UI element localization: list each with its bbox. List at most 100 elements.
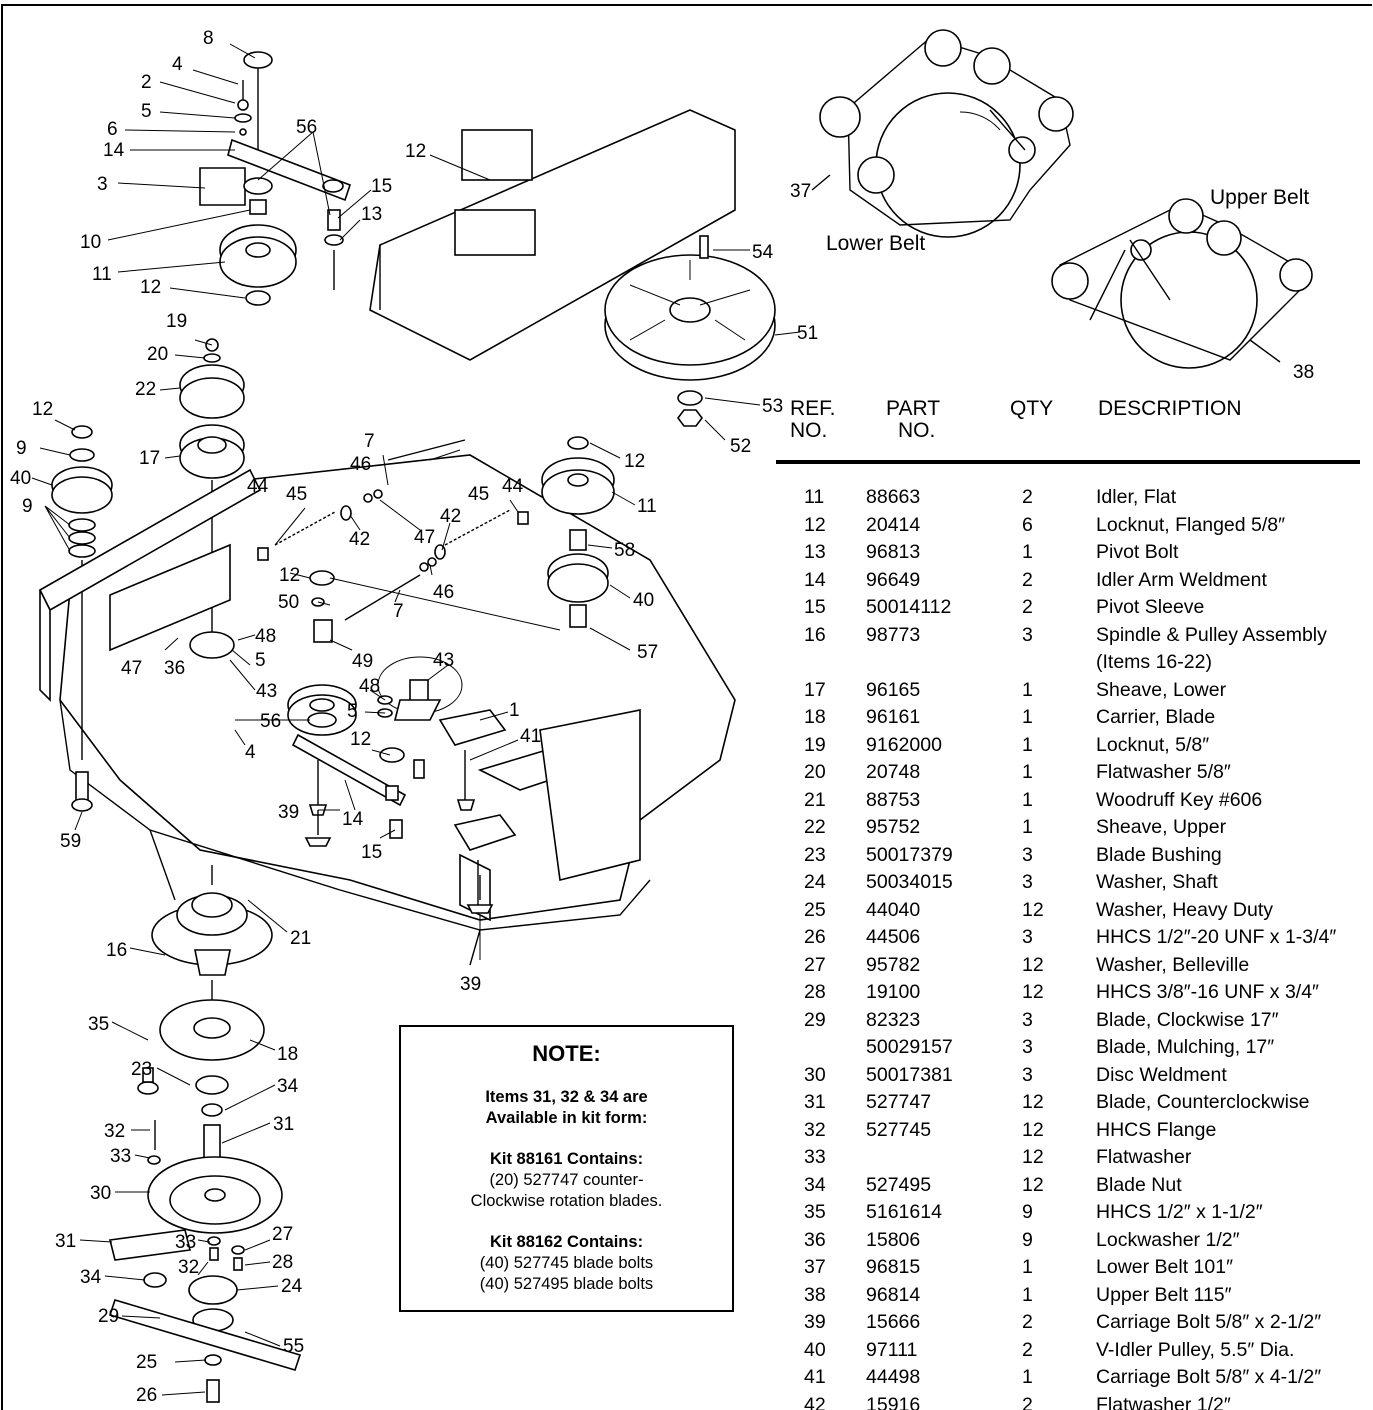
callout-49: 49 [352, 651, 373, 672]
pulley [973, 47, 1011, 85]
description-cell: Sheave, Upper [1096, 816, 1227, 838]
callout-42: 42 [440, 506, 461, 527]
callout-14: 14 [342, 809, 364, 830]
qty-cell: 9 [1022, 1201, 1033, 1223]
ref-cell: 11 [804, 486, 825, 508]
callout-42: 42 [349, 529, 370, 550]
part-cell: 96813 [866, 541, 921, 563]
callout-53: 53 [762, 396, 783, 417]
callout-12: 12 [279, 565, 300, 586]
part-cell: 95782 [866, 953, 921, 976]
qty-cell: 12 [1022, 898, 1044, 921]
upper-belt-diagram: 38 Upper Belt [1051, 186, 1314, 383]
callout-52: 52 [730, 436, 751, 457]
qty-cell: 1 [1022, 1366, 1033, 1388]
ref-cell: 30 [804, 1063, 826, 1086]
callout-43: 43 [433, 650, 454, 671]
qty-cell: 1 [1022, 761, 1033, 783]
description-cell: Washer, Shaft [1096, 871, 1218, 893]
callout-9: 9 [16, 438, 27, 459]
qty-cell: 3 [1022, 1036, 1033, 1058]
description-cell: Lockwasher 1/2″ [1096, 1228, 1240, 1251]
gearbox-frame [369, 109, 736, 361]
description-cell: Woodruff Key #606 [1096, 788, 1263, 811]
callout-47: 47 [121, 658, 142, 679]
description-cell: Pivot Sleeve [1096, 596, 1205, 618]
ref-cell: 35 [804, 1201, 826, 1223]
description-cell: Washer, Belleville [1096, 953, 1250, 976]
part-cell: 527747 [866, 1091, 932, 1113]
callout-31: 31 [273, 1114, 294, 1135]
description-cell: HHCS 1/2″ x 1-1/2″ [1096, 1201, 1263, 1223]
callout-12: 12 [350, 729, 371, 750]
part-cell: 20414 [866, 513, 921, 536]
qty-cell: 3 [1022, 623, 1033, 646]
ref-cell: 18 [804, 706, 826, 728]
qty-cell: 2 [1022, 568, 1033, 591]
qty-cell: 12 [1022, 1146, 1044, 1168]
part-cell: 50034015 [866, 871, 953, 893]
ref-cell: 39 [804, 1311, 826, 1333]
description-cell: Idler, Flat [1096, 486, 1177, 508]
callout-58: 58 [614, 540, 635, 561]
callout-45: 45 [286, 484, 307, 505]
part-cell: 5161614 [866, 1201, 942, 1223]
callout-18: 18 [277, 1044, 298, 1065]
description-cell: Blade, Counterclockwise [1096, 1091, 1310, 1113]
qty-cell: 1 [1022, 678, 1033, 701]
callout-7: 7 [393, 601, 404, 622]
ref-cell: 26 [804, 926, 826, 948]
callout-32: 32 [178, 1257, 199, 1278]
description-cell: Pivot Bolt [1096, 541, 1179, 563]
description-cell: Blade, Clockwise 17″ [1096, 1008, 1279, 1031]
callout-56: 56 [260, 711, 281, 732]
drive-pulley-51 [604, 235, 776, 427]
callout-31: 31 [55, 1231, 76, 1252]
kit-88162-line-2: (40) 527495 blade bolts [479, 1275, 654, 1293]
qty-cell: 2 [1022, 1311, 1033, 1333]
qty-cell: 1 [1022, 1256, 1033, 1278]
callout-34: 34 [277, 1076, 299, 1097]
ref-cell: 42 [804, 1393, 826, 1410]
header-ref-no: NO. [790, 419, 828, 442]
callout-57: 57 [637, 642, 658, 663]
page-frame [1, 4, 1372, 1410]
ref-cell: 15 [804, 596, 826, 618]
ref-cell: 20 [804, 761, 826, 783]
pulley [924, 29, 962, 67]
qty-cell: 6 [1022, 513, 1033, 536]
callout-4: 4 [245, 742, 256, 763]
table-row: 35 5161614 9 HHCS 1/2″ x 1-1/2″ [786, 1199, 1366, 1227]
description-cell: V-Idler Pulley, 5.5″ Dia. [1096, 1338, 1295, 1361]
pulley [1051, 262, 1089, 300]
right-pulley-stack [541, 436, 615, 628]
qty-cell: 12 [1022, 1118, 1044, 1141]
description-cell: Blade Bushing [1096, 843, 1222, 866]
pulley [857, 156, 895, 194]
callout-1: 1 [509, 700, 520, 721]
qty-cell: 1 [1022, 816, 1033, 838]
kit-88161-line-1: (20) 527747 counter- [489, 1171, 644, 1189]
ref-cell: 27 [804, 953, 826, 976]
ref-cell: 23 [804, 843, 826, 866]
callout-5: 5 [347, 701, 358, 722]
header-part: PART [886, 397, 941, 420]
ref-cell: 21 [804, 788, 826, 811]
pulley [1206, 220, 1242, 256]
header-qty: QTY [1010, 397, 1054, 420]
qty-cell: 12 [1022, 1091, 1044, 1113]
qty-cell: 9 [1022, 1228, 1033, 1251]
